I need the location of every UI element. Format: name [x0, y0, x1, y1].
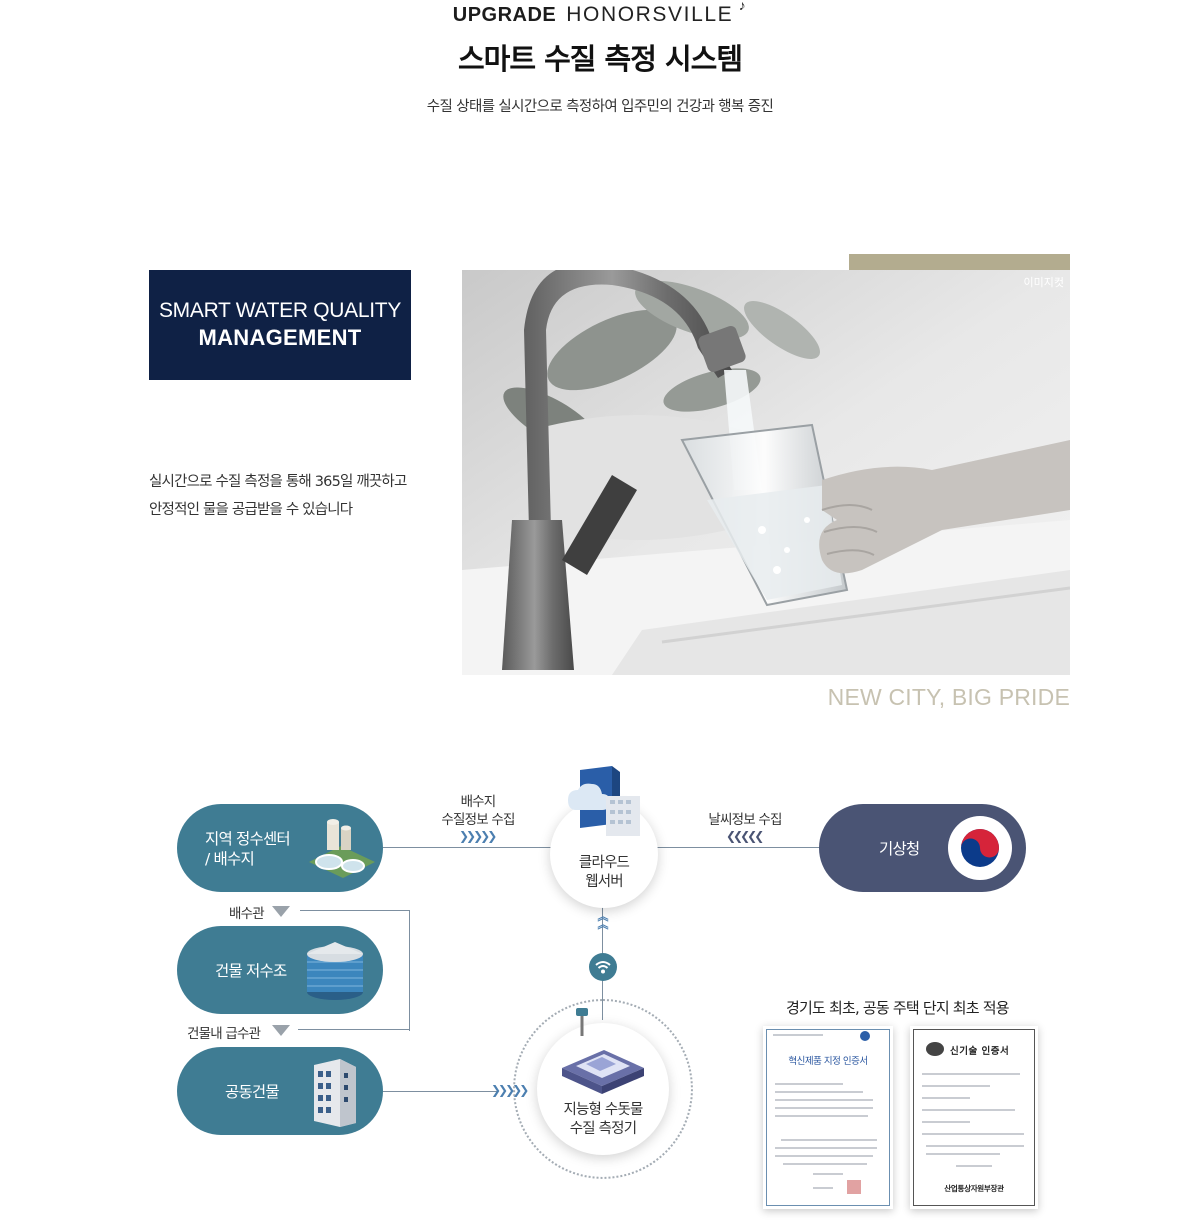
smart-box-line2: MANAGEMENT — [198, 325, 362, 350]
connector-pipe2 — [298, 1029, 410, 1030]
up-arrows-icon: ︽︽ — [597, 910, 609, 931]
water-meter-icon — [562, 1008, 644, 1094]
slogan: NEW CITY, BIG PRIDE — [827, 684, 1070, 710]
chevrons-right-icon: ❯❯❯❯❯ — [491, 1083, 529, 1097]
cert2-issuer: 산업통상자원부장관 — [944, 1184, 1004, 1193]
certificate-innovation: 혁신제품 지정 인증서 — [763, 1026, 893, 1209]
building-node: 공동건물 — [177, 1047, 383, 1135]
water-center-label: 지역 정수센터 / 배수지 — [205, 829, 291, 869]
chevrons-left-icon: ❮❮❮❮❮ — [726, 829, 764, 843]
cert2-body-text — [922, 1073, 1024, 1167]
reservoir-label: 건물 저수조 — [215, 962, 287, 980]
cert1-body-text — [775, 1083, 877, 1194]
brand-upgrade-text: UPGRADE — [452, 3, 557, 26]
reservoir-node: 건물 저수조 — [177, 926, 383, 1014]
certificate-newtech: 신기술 인증서 산업통상자원부장관 — [910, 1026, 1038, 1209]
faucet-photo-illustration — [462, 270, 1070, 675]
taeguk-icon — [961, 829, 999, 867]
connector-pipe1 — [300, 910, 410, 911]
cloud-line2: 웹서버 — [585, 874, 623, 890]
cert2-title: 신기술 인증서 — [950, 1046, 1010, 1057]
connector-building-to-meter — [383, 1091, 498, 1092]
feature-description: 실시간으로 수질 측정을 통해 365일 깨끗하고 안정적인 물을 공급받을 수… — [149, 468, 449, 524]
faucet-photo: 이미지컷 — [462, 270, 1070, 675]
water-tank-icon — [307, 942, 363, 1000]
apartment-icon — [314, 1059, 356, 1127]
connector-meter-to-cloud — [602, 885, 603, 1020]
meter-line1: 지능형 수돗물 — [563, 1102, 643, 1118]
flow-left-line1: 배수지 — [460, 794, 497, 810]
connector-center-to-cloud — [383, 847, 553, 848]
water-center-line1: 지역 정수센터 — [205, 830, 291, 848]
page-subtitle: 수질 상태를 실시간으로 측정하여 입주민의 건강과 행복 증진 — [426, 99, 774, 115]
meter-dotted-ring — [513, 999, 693, 1179]
smart-water-box: SMART WATER QUALITY MANAGEMENT — [149, 270, 411, 380]
down-arrow-icon — [272, 1025, 290, 1036]
brand-name: HONORSVILLE ♪ — [566, 0, 748, 27]
flow-left-line2: 수질정보 수집 — [441, 812, 515, 828]
flow-left-label: 배수지 수질정보 수집 — [432, 793, 524, 829]
certificates-heading: 경기도 최초, 공동 주택 단지 최초 적용 — [786, 999, 1010, 1017]
pipe2-label: 건물내 급수관 — [187, 1026, 261, 1042]
kma-node: 기상청 — [819, 804, 1026, 892]
cloud-server-icon — [568, 766, 640, 836]
connector-cloud-to-kma — [656, 847, 821, 848]
certificate-border — [766, 1029, 890, 1206]
smart-box-line1: SMART WATER QUALITY — [158, 299, 402, 322]
water-plant-icon — [309, 819, 375, 878]
cert-number-line — [773, 1034, 823, 1036]
nep-logo-icon — [926, 1042, 944, 1056]
description-line1: 실시간으로 수질 측정을 통해 365일 깨끗하고 — [149, 474, 407, 490]
down-arrow-icon — [272, 906, 290, 917]
kma-emblem-badge — [948, 816, 1012, 880]
brand-logo: UPGRADE HONORSVILLE ♪ — [0, 0, 1200, 28]
cert1-title: 혁신제품 지정 인증서 — [788, 1056, 868, 1067]
kma-label: 기상청 — [879, 840, 920, 858]
water-meter-label: 지능형 수돗물 수질 측정기 — [553, 1101, 653, 1139]
meter-line2: 수질 측정기 — [569, 1121, 637, 1137]
connector-vertical — [409, 910, 410, 1031]
wifi-icon — [595, 961, 611, 974]
photo-tag: 이미지컷 — [1023, 276, 1064, 289]
cloud-server-label: 클라우드 웹서버 — [554, 854, 654, 892]
gov-seal-icon — [860, 1031, 870, 1041]
water-center-node: 지역 정수센터 / 배수지 — [177, 804, 383, 892]
water-center-line2: / 배수지 — [205, 850, 255, 868]
flow-right-label: 날씨정보 수집 — [708, 812, 782, 828]
certificate-border — [913, 1029, 1035, 1206]
wifi-badge — [589, 953, 617, 981]
gold-accent-bar — [849, 254, 1070, 270]
chevrons-right-icon: ❯❯❯❯❯ — [459, 829, 497, 843]
music-note-icon: ♪ — [738, 0, 748, 13]
page-title: 스마트 수질 측정 시스템 — [457, 42, 743, 76]
pipe1-label: 배수관 — [229, 906, 265, 922]
brand-name-text: HONORSVILLE — [566, 3, 734, 26]
cloud-line1: 클라우드 — [578, 855, 630, 871]
building-label: 공동건물 — [225, 1083, 280, 1101]
description-line2: 안정적인 물을 공급받을 수 있습니다 — [149, 502, 353, 518]
